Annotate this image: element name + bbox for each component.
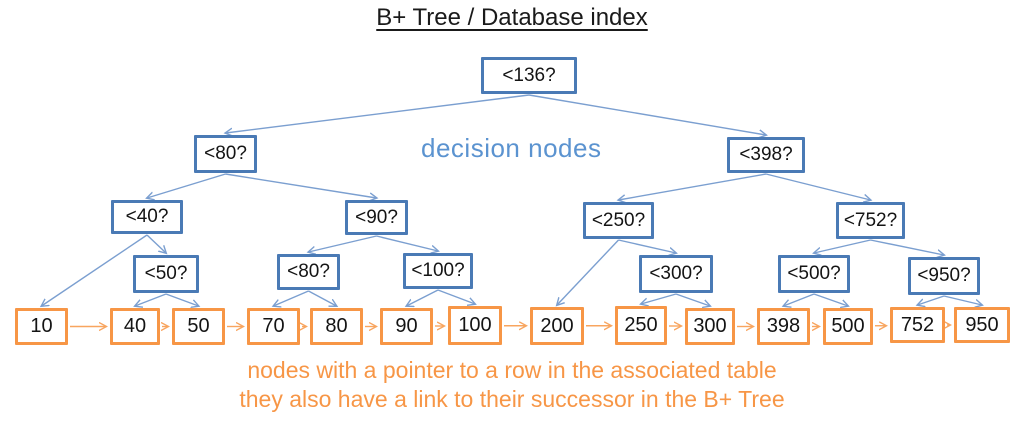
tree-edge-n80b-l80 [308,290,337,306]
leaf-node-l500: 500 [823,308,873,345]
tree-edge-n80b-l70 [274,290,309,306]
decision-node-n80: <80? [194,135,257,173]
tree-edge-n950-l752 [918,295,945,305]
decision-node-n950: <950? [908,257,980,295]
decision-node-n500: <500? [778,255,850,293]
leaf-node-l40: 40 [110,308,160,345]
tree-edge-n752-n500 [814,239,871,253]
decision-node-n752: <752? [836,202,905,239]
leaf-node-l80: 80 [310,308,363,345]
tree-edge-n90-n80b [309,235,377,252]
tree-edge-n398-n752 [765,173,871,200]
leaf-node-l100: 100 [448,306,502,345]
footer-note: nodes with a pointer to a row in the ass… [0,356,1024,414]
tree-edge-n500-l500 [813,293,848,306]
leaf-node-l250: 250 [615,306,667,345]
decision-node-n136: <136? [481,57,577,94]
tree-edge-n398-n250 [619,173,767,200]
tree-edge-n300-l300 [675,293,710,306]
tree-edge-n90-n100 [376,235,439,251]
tree-edge-n300-l250 [641,293,677,304]
tree-edge-n50-l40 [135,293,167,306]
leaf-node-l50: 50 [172,308,225,345]
decision-node-n398: <398? [727,137,805,173]
decision-node-n40: <40? [111,200,183,234]
decision-node-n250: <250? [583,202,654,239]
decision-node-n80b: <80? [277,254,340,290]
leaf-node-l200: 200 [530,307,584,345]
tree-edge-n950-l950 [943,295,982,305]
diagram-title: B+ Tree / Database index [376,4,648,31]
tree-edge-n752-n950 [870,239,945,255]
leaf-node-l70: 70 [247,308,300,345]
decision-node-n100: <100? [403,253,473,289]
decision-node-n300: <300? [639,255,713,293]
leaf-node-l398: 398 [757,308,810,345]
tree-edge-n136-n80 [226,94,530,133]
tree-edge-n136-n398 [528,94,766,135]
decision-nodes-label: decision nodes [421,133,602,163]
tree-edge-n250-n300 [618,239,677,253]
tree-edge-n100-l90 [407,289,439,306]
tree-edge-n100-l100 [437,289,475,304]
tree-edge-n80-n90 [225,173,377,198]
leaf-node-l300: 300 [685,308,735,345]
tree-edge-n250-l200 [557,239,620,305]
decision-node-n50: <50? [133,255,199,293]
tree-edge-n40-n50 [146,234,166,253]
decision-node-n90: <90? [345,200,408,235]
leaf-node-l90: 90 [380,308,433,345]
tree-edge-n40-l10 [42,234,148,306]
leaf-node-l752: 752 [890,307,945,343]
tree-edge-n80-n40 [147,173,226,198]
leaf-node-l10: 10 [15,308,68,345]
footer-line-1: nodes with a pointer to a row in the ass… [247,357,777,383]
tree-edge-n500-l398 [784,293,815,306]
leaf-node-l950: 950 [954,307,1010,343]
footer-line-2: they also have a link to their successor… [239,386,785,412]
tree-edge-n50-l50 [165,293,199,306]
